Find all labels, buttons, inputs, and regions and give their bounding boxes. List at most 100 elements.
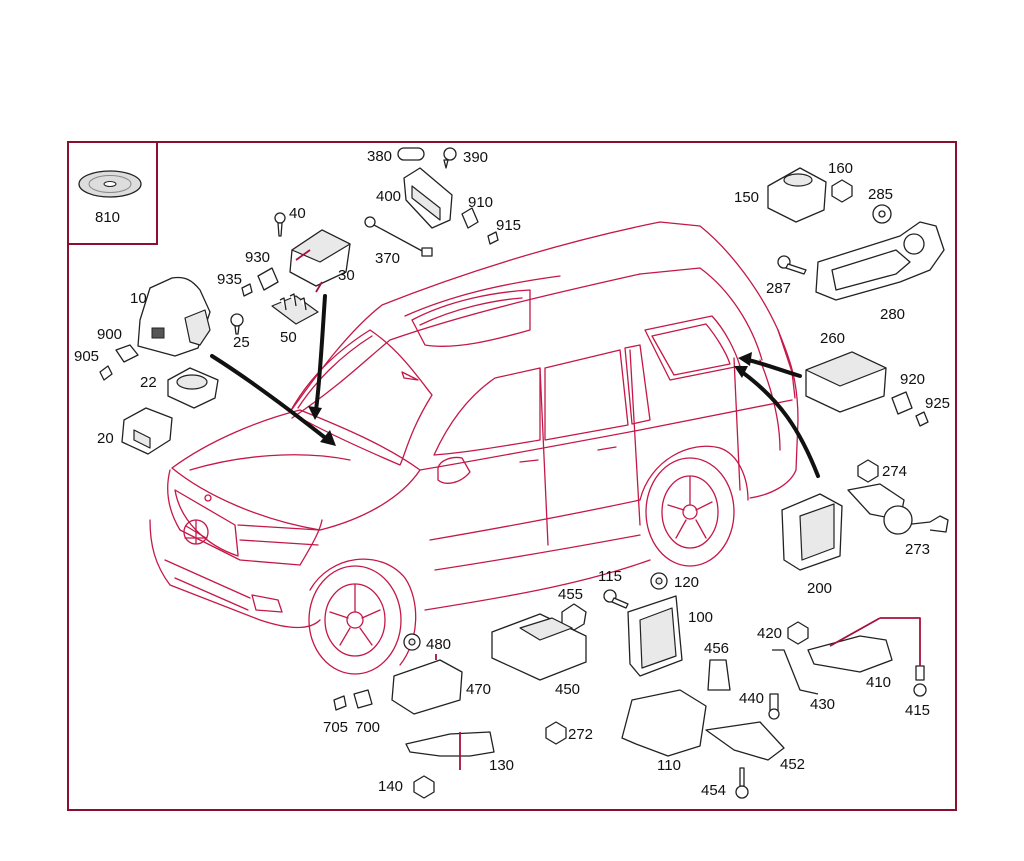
leader-30 — [295, 249, 311, 261]
part-number-260: 260 — [820, 330, 845, 347]
arrow-upper-module — [308, 294, 327, 420]
part-number-930: 930 — [245, 249, 270, 266]
connector-705 — [333, 695, 347, 711]
part-number-400: 400 — [376, 188, 401, 205]
connector-930 — [257, 267, 279, 291]
part-number-160: 160 — [828, 160, 853, 177]
module-200 — [781, 493, 843, 571]
nut-274 — [857, 459, 879, 483]
bracket-130 — [405, 731, 495, 757]
part-number-920: 920 — [900, 371, 925, 388]
module-20 — [121, 407, 173, 455]
module-100 — [627, 595, 683, 677]
module-400 — [403, 167, 453, 229]
connector-910 — [461, 207, 479, 229]
diagram-frame — [67, 141, 957, 811]
part-number-100: 100 — [688, 609, 713, 626]
leader-50 — [315, 281, 323, 293]
part-380 — [397, 147, 425, 161]
part-number-20: 20 — [97, 430, 114, 447]
connector-925 — [915, 411, 929, 427]
part-number-272: 272 — [568, 726, 593, 743]
part-number-10: 10 — [130, 290, 147, 307]
connector-905 — [99, 365, 113, 381]
connector-935 — [241, 283, 253, 297]
part-number-456: 456 — [704, 640, 729, 657]
part-number-130: 130 — [489, 757, 514, 774]
part-number-150: 150 — [734, 189, 759, 206]
part-number-915: 915 — [496, 217, 521, 234]
part-number-700: 700 — [355, 719, 380, 736]
part-number-925: 925 — [925, 395, 950, 412]
screw-440 — [768, 693, 780, 720]
cable-370 — [364, 216, 433, 257]
part-number-22: 22 — [140, 374, 157, 391]
part-number-454: 454 — [701, 782, 726, 799]
vehicle-outline — [149, 221, 799, 675]
screw-40 — [274, 212, 286, 237]
part-number-200: 200 — [807, 580, 832, 597]
screw-415 — [913, 665, 927, 697]
bracket-110 — [621, 689, 707, 757]
part-number-25: 25 — [233, 334, 250, 351]
washer-285 — [872, 204, 892, 224]
part-number-470: 470 — [466, 681, 491, 698]
bracket-410 — [772, 635, 893, 695]
part-number-910: 910 — [468, 194, 493, 211]
connector-920 — [891, 391, 913, 415]
part-number-115: 115 — [598, 568, 622, 585]
part-number-705: 705 — [323, 719, 348, 736]
part-number-370: 370 — [375, 250, 400, 267]
part-number-455: 455 — [558, 586, 583, 603]
part-number-935: 935 — [217, 271, 242, 288]
nut-272 — [545, 721, 567, 745]
leader-415 — [829, 617, 921, 666]
cd-disc-icon — [78, 170, 142, 198]
part-number-900: 900 — [97, 326, 122, 343]
arrow-rear-module — [738, 352, 802, 378]
arrow-side-module — [734, 366, 820, 478]
module-260 — [805, 351, 887, 413]
bracket-280 — [815, 221, 945, 301]
legend-box — [68, 142, 158, 245]
part-number-452: 452 — [780, 756, 805, 773]
nut-140 — [413, 775, 435, 799]
part-number-420: 420 — [757, 625, 782, 642]
screw-390 — [443, 147, 457, 169]
bracket-273 — [847, 483, 949, 535]
connector-900 — [115, 344, 139, 363]
module-10 — [137, 276, 211, 357]
part-number-273: 273 — [905, 541, 930, 558]
part-number-50: 50 — [280, 329, 297, 346]
clip-456 — [707, 659, 731, 691]
connector-700 — [353, 689, 373, 709]
part-number-30: 30 — [338, 267, 355, 284]
part-number-274: 274 — [882, 463, 907, 480]
part-number-287: 287 — [766, 280, 791, 297]
part-number-810: 810 — [95, 209, 120, 226]
screw-25 — [230, 313, 244, 335]
grommet-480 — [403, 633, 421, 651]
part-number-380: 380 — [367, 148, 392, 165]
part-number-40: 40 — [289, 205, 306, 222]
module-450 — [491, 613, 587, 681]
part-labels: 810 10 900 905 22 20 40 930 935 25 50 30… — [74, 148, 950, 799]
nut-160 — [831, 179, 853, 203]
connector-915 — [487, 231, 499, 245]
bracket-452 — [705, 721, 785, 761]
module-22 — [167, 367, 219, 409]
part-number-430: 430 — [810, 696, 835, 713]
module-50 — [271, 293, 319, 325]
part-number-410: 410 — [866, 674, 891, 691]
screw-454 — [735, 767, 749, 799]
part-number-905: 905 — [74, 348, 99, 365]
screw-115 — [603, 589, 629, 609]
part-number-120: 120 — [674, 574, 699, 591]
screw-287 — [777, 255, 807, 275]
grommet-120 — [650, 572, 668, 590]
module-470 — [391, 659, 463, 715]
part-number-440: 440 — [739, 690, 764, 707]
module-30 — [289, 229, 351, 287]
part-number-285: 285 — [868, 186, 893, 203]
